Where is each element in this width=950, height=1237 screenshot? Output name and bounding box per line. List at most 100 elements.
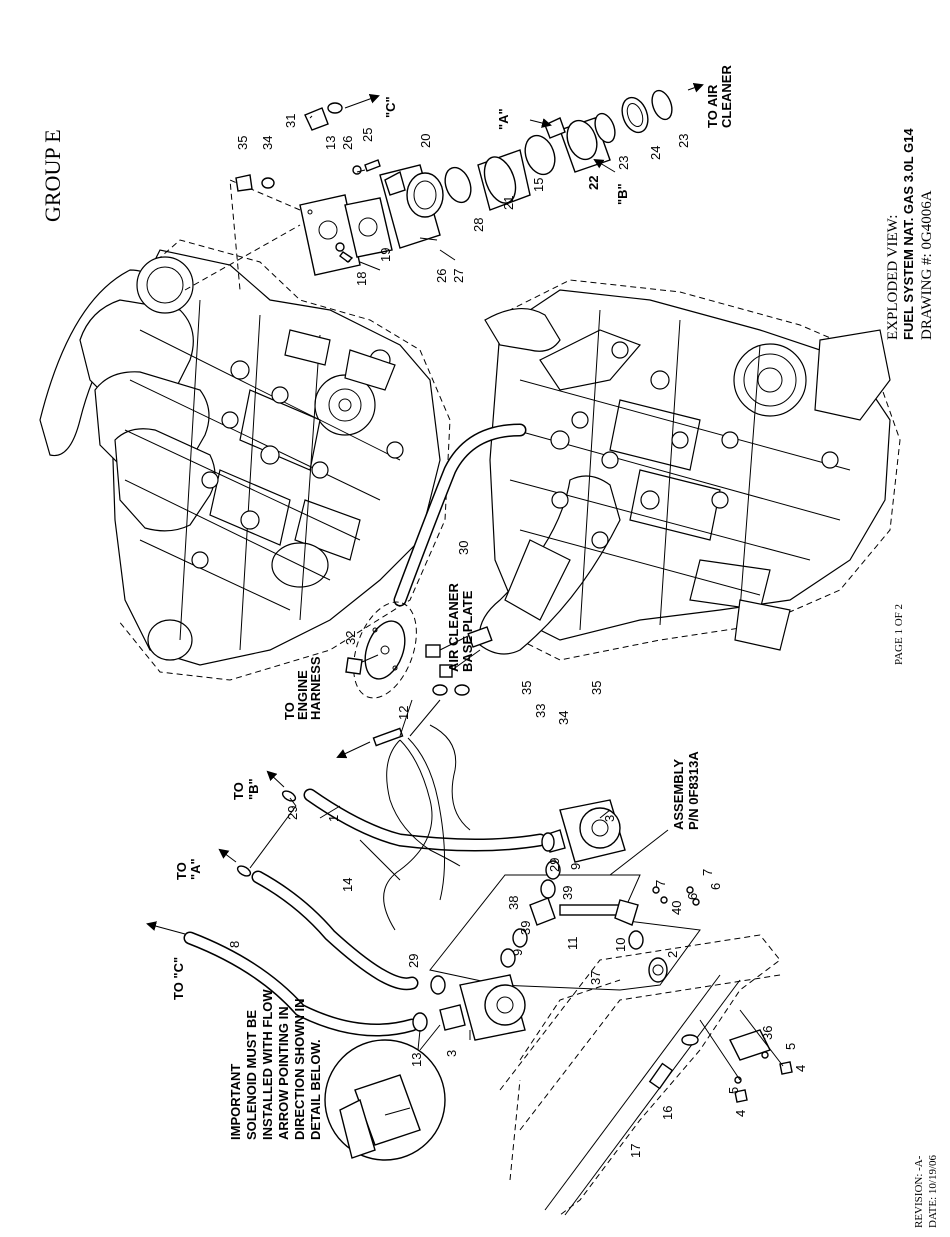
fitting-35-lower <box>425 644 441 658</box>
callout-7-b: 7 <box>700 869 715 876</box>
callout-21: 21 <box>501 196 516 210</box>
clamp-29-a <box>236 865 252 877</box>
callout-35-upper: 35 <box>235 136 250 150</box>
callout-30: 30 <box>456 541 471 555</box>
callout-1: 1 <box>326 815 341 822</box>
callout-35-lower-b: 35 <box>589 681 604 695</box>
ref-b: "B" <box>615 183 630 205</box>
callout-25: 25 <box>360 128 375 142</box>
to-a-line2: "A" <box>188 858 203 880</box>
important-line-1: SOLENOID MUST BE <box>244 1010 259 1140</box>
ref-c: "C" <box>383 96 398 118</box>
intake-exploded-chain <box>235 89 673 276</box>
callout-40: 40 <box>669 901 684 915</box>
assembly-line2: P/N 0F8313A <box>686 751 701 830</box>
callout-24: 24 <box>648 146 663 160</box>
to-b-line1: TO <box>231 782 246 800</box>
callout-17: 17 <box>628 1144 643 1158</box>
callout-39-a: 39 <box>518 921 533 935</box>
to-air-cleaner-line1: TO AIR <box>705 84 720 128</box>
callout-28: 28 <box>471 218 486 232</box>
callout-16: 16 <box>660 1106 675 1120</box>
air-cleaner-line2: BASE PLATE <box>460 590 475 672</box>
callout-10: 10 <box>613 938 628 952</box>
regulator-3-upper <box>541 799 626 863</box>
upper-engine-block <box>39 239 451 681</box>
callout-9-a: 9 <box>510 949 525 956</box>
callout-4-b: 4 <box>793 1065 808 1072</box>
callout-3-lower: 3 <box>444 1050 459 1057</box>
callout-7-a: 7 <box>653 880 668 887</box>
important-line-2: INSTALLED WITH FLOW <box>260 989 275 1140</box>
callout-20: 20 <box>418 134 433 148</box>
to-engine-line1: TO <box>282 702 297 720</box>
to-c-label: TO "C" <box>171 957 186 1000</box>
callout-34-upper: 34 <box>260 136 275 150</box>
callout-31: 31 <box>283 114 298 128</box>
callout-2: 2 <box>665 951 680 958</box>
callout-26-upper: 26 <box>340 136 355 150</box>
callout-13-lower: 13 <box>409 1053 424 1067</box>
important-line-3: ARROW POINTING IN <box>276 1006 291 1140</box>
title-line1: EXPLODED VIEW: <box>885 215 901 340</box>
wire-harness-12 <box>336 724 471 931</box>
callout-12: 12 <box>396 706 411 720</box>
to-air-cleaner-line2: CLEANER <box>719 65 734 128</box>
revision-label: REVISION: -A- <box>913 1155 925 1228</box>
group-label: GROUP E <box>40 129 65 222</box>
callout-22: 22 <box>586 176 601 190</box>
title-line2: FUEL SYSTEM NAT. GAS 3.0L G14 <box>901 128 916 340</box>
callout-leaders <box>249 115 611 1051</box>
callout-32: 32 <box>343 631 358 645</box>
to-engine-line2: ENGINE <box>295 670 310 720</box>
callout-6-b: 6 <box>708 883 723 890</box>
callout-33: 33 <box>533 704 548 718</box>
drawing-number: DRAWING #: 0G4006A <box>919 190 935 340</box>
date-label: DATE: 10/19/06 <box>927 1154 939 1228</box>
callout-5-a: 5 <box>726 1087 741 1094</box>
regulator-3-lower <box>412 974 526 1041</box>
important-line-5: DETAIL BELOW. <box>308 1039 323 1140</box>
lower-engine-block <box>478 279 901 661</box>
to-a-line1: TO <box>174 862 189 880</box>
callout-27: 27 <box>451 269 466 283</box>
solenoid-detail <box>324 1024 446 1161</box>
callout-23-b: 23 <box>676 134 691 148</box>
callout-9-b: 9 <box>568 863 583 870</box>
callout-35-lower-a: 35 <box>519 681 534 695</box>
callout-36: 36 <box>760 1026 775 1040</box>
callout-34-lower: 34 <box>556 711 571 725</box>
assembly-line1: ASSEMBLY <box>671 759 686 830</box>
frame-rail <box>499 934 781 1216</box>
callout-3-upper: 3 <box>602 815 617 822</box>
callout-4-a: 4 <box>733 1110 748 1117</box>
callout-11: 11 <box>565 937 580 951</box>
clamp-29-b <box>281 790 297 802</box>
callout-8: 8 <box>227 941 242 948</box>
leader-throttle-to-engine <box>229 179 301 291</box>
fittings-group <box>500 860 700 983</box>
callout-39-b: 39 <box>560 886 575 900</box>
callout-13-upper: 13 <box>323 136 338 150</box>
ref-a: "A" <box>496 108 511 130</box>
callout-15: 15 <box>531 178 546 192</box>
callout-38: 38 <box>506 896 521 910</box>
callout-37: 37 <box>588 971 603 985</box>
callout-14: 14 <box>340 878 355 892</box>
bolt-32 <box>345 657 363 675</box>
callout-26-lower: 26 <box>434 269 449 283</box>
callout-29-b: 29 <box>406 954 421 968</box>
callout-6-a: 6 <box>685 893 700 900</box>
callout-18: 18 <box>354 272 369 286</box>
callout-29-c: 29 <box>547 858 562 872</box>
important-line-4: DIRECTION SHOWN IN <box>292 998 307 1140</box>
to-engine-line3: HARNESS <box>308 656 323 720</box>
callout-numbers: 1 2 3 3 4 4 5 5 6 6 7 7 8 9 9 10 11 12 1… <box>227 114 808 1158</box>
callout-19: 19 <box>378 248 393 262</box>
callout-5-b: 5 <box>783 1043 798 1050</box>
page-label: PAGE 1 OF 2 <box>893 604 905 665</box>
callout-23-a: 23 <box>616 156 631 170</box>
air-cleaner-line1: AIR CLEANER <box>446 583 461 672</box>
